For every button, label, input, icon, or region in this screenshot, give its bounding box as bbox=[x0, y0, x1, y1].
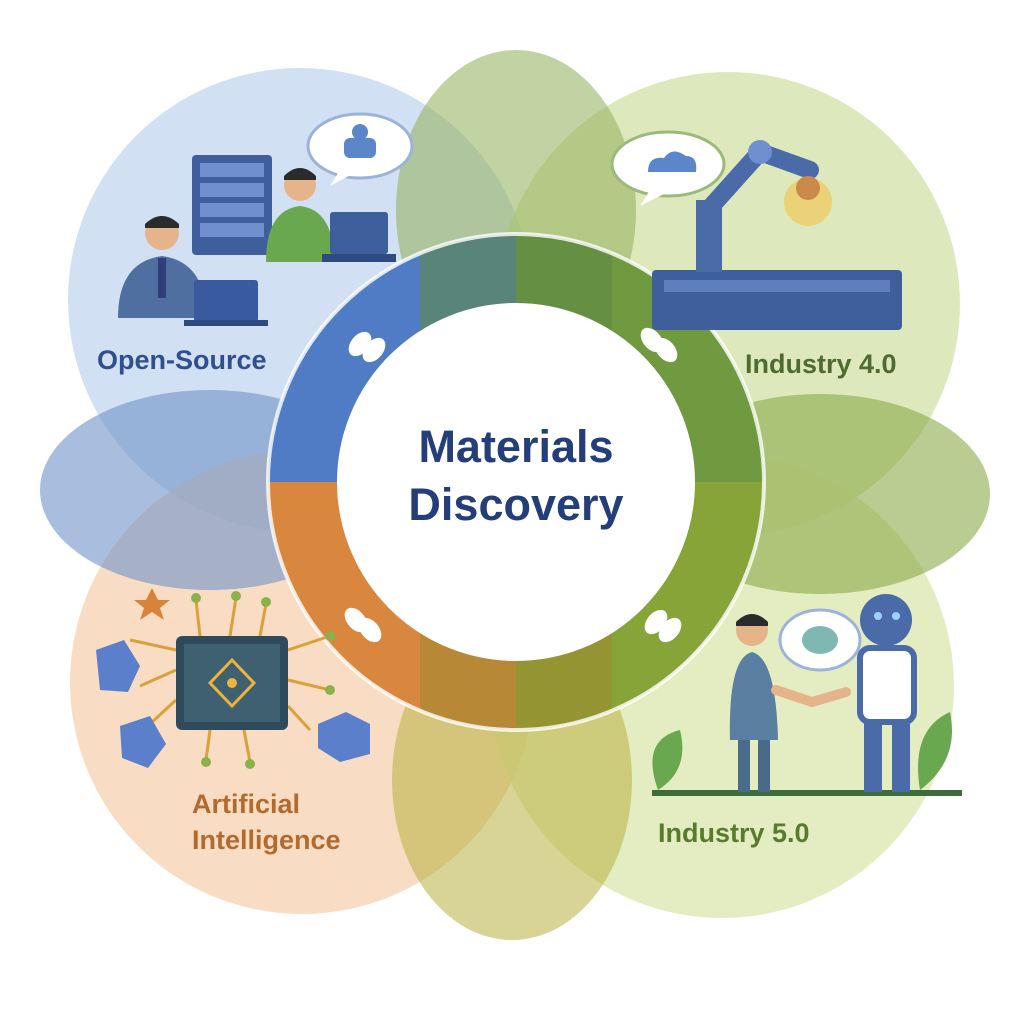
thought-bubble-icon bbox=[780, 610, 860, 670]
center-title-line2: Discovery bbox=[340, 476, 692, 534]
center-title-line1: Materials bbox=[340, 418, 692, 476]
label-ai-line2: Intelligence bbox=[192, 822, 341, 858]
label-industry-4: Industry 4.0 bbox=[745, 349, 897, 380]
label-open-source: Open-Source bbox=[97, 345, 267, 376]
server-rack-icon bbox=[192, 155, 272, 255]
chip-icon bbox=[176, 636, 288, 730]
laptop-icon bbox=[184, 280, 268, 326]
laptop-icon bbox=[322, 212, 396, 262]
center-title: Materials Discovery bbox=[340, 418, 692, 534]
label-ai-line1: Artificial bbox=[192, 786, 341, 822]
label-industry-5: Industry 5.0 bbox=[658, 818, 810, 849]
label-artificial-intelligence: Artificial Intelligence bbox=[192, 786, 341, 858]
